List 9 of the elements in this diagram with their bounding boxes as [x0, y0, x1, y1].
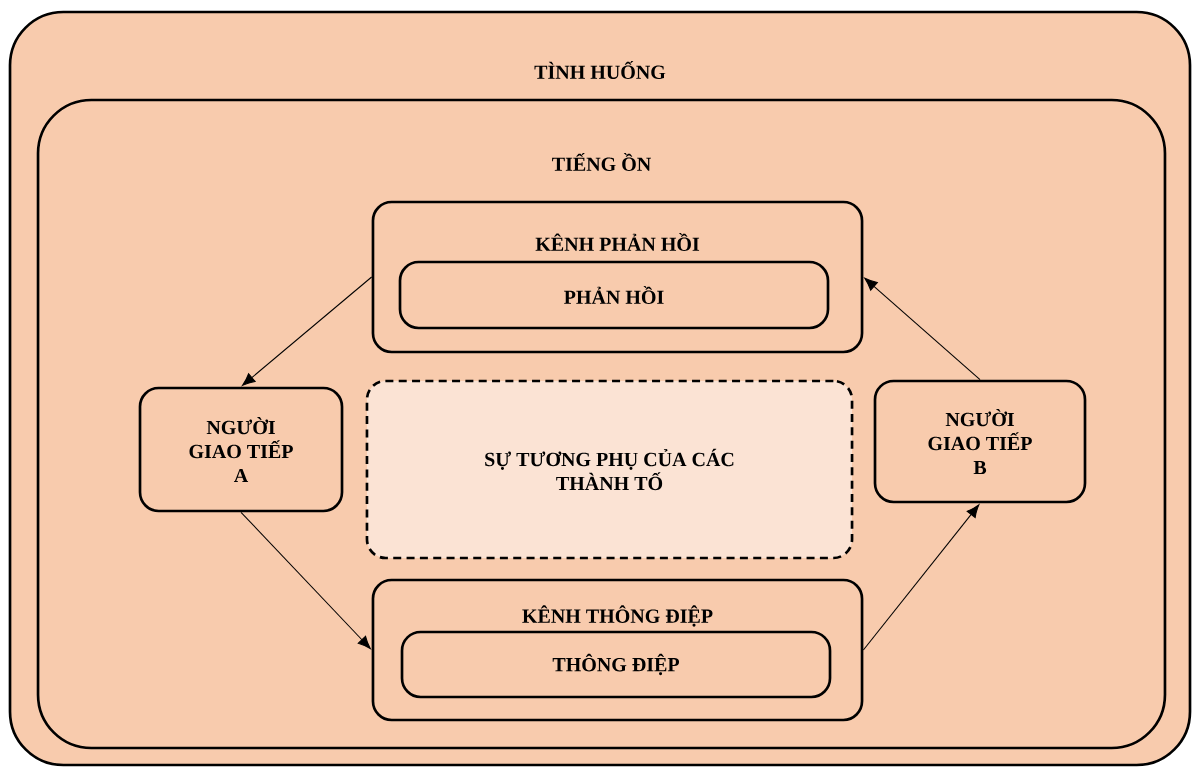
arrow: [862, 504, 980, 651]
arrow: [864, 277, 981, 381]
process-box: NGƯỜI GIAO TIẾP A: [138, 386, 344, 513]
arrow: [242, 276, 373, 386]
process-box: THÔNG ĐIỆP: [400, 630, 832, 699]
process-box: NGƯỜI GIAO TIẾP B: [873, 379, 1087, 504]
process-box: PHẢN HỒI: [398, 260, 830, 330]
process-box: SỰ TƯƠNG PHỤ CỦA CÁC THÀNH TỐ: [365, 379, 854, 560]
arrow: [240, 511, 371, 650]
